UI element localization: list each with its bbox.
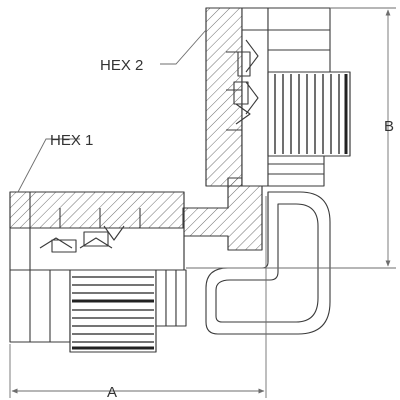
- hex2-sleeve-bands: [274, 74, 348, 154]
- dimension-b: [186, 7, 396, 269]
- dimension-a: [9, 196, 267, 398]
- hex1-grip-sleeve: [69, 269, 157, 353]
- elbow-body-section: [182, 177, 263, 251]
- hex2-nut-section: [205, 7, 243, 187]
- hex1-collar-rings: [155, 269, 187, 327]
- hex2-label: HEX 2: [100, 57, 143, 74]
- hex1-outer-body: [9, 269, 71, 343]
- hex2-grip-sleeve: [267, 71, 351, 157]
- dimension-b-label: B: [384, 118, 394, 135]
- hex1-leader: [17, 138, 80, 193]
- hex1-label: HEX 1: [50, 132, 93, 149]
- dimension-a-label: A: [107, 384, 117, 400]
- hex1-thread-insert: [9, 225, 185, 271]
- hex2-collar-rings: [267, 155, 325, 187]
- hex1-nut-section: [9, 191, 185, 229]
- hex2-outer-body: [267, 7, 331, 73]
- hex1-sleeve-bands: [72, 276, 154, 350]
- hex2-leader: [160, 29, 207, 65]
